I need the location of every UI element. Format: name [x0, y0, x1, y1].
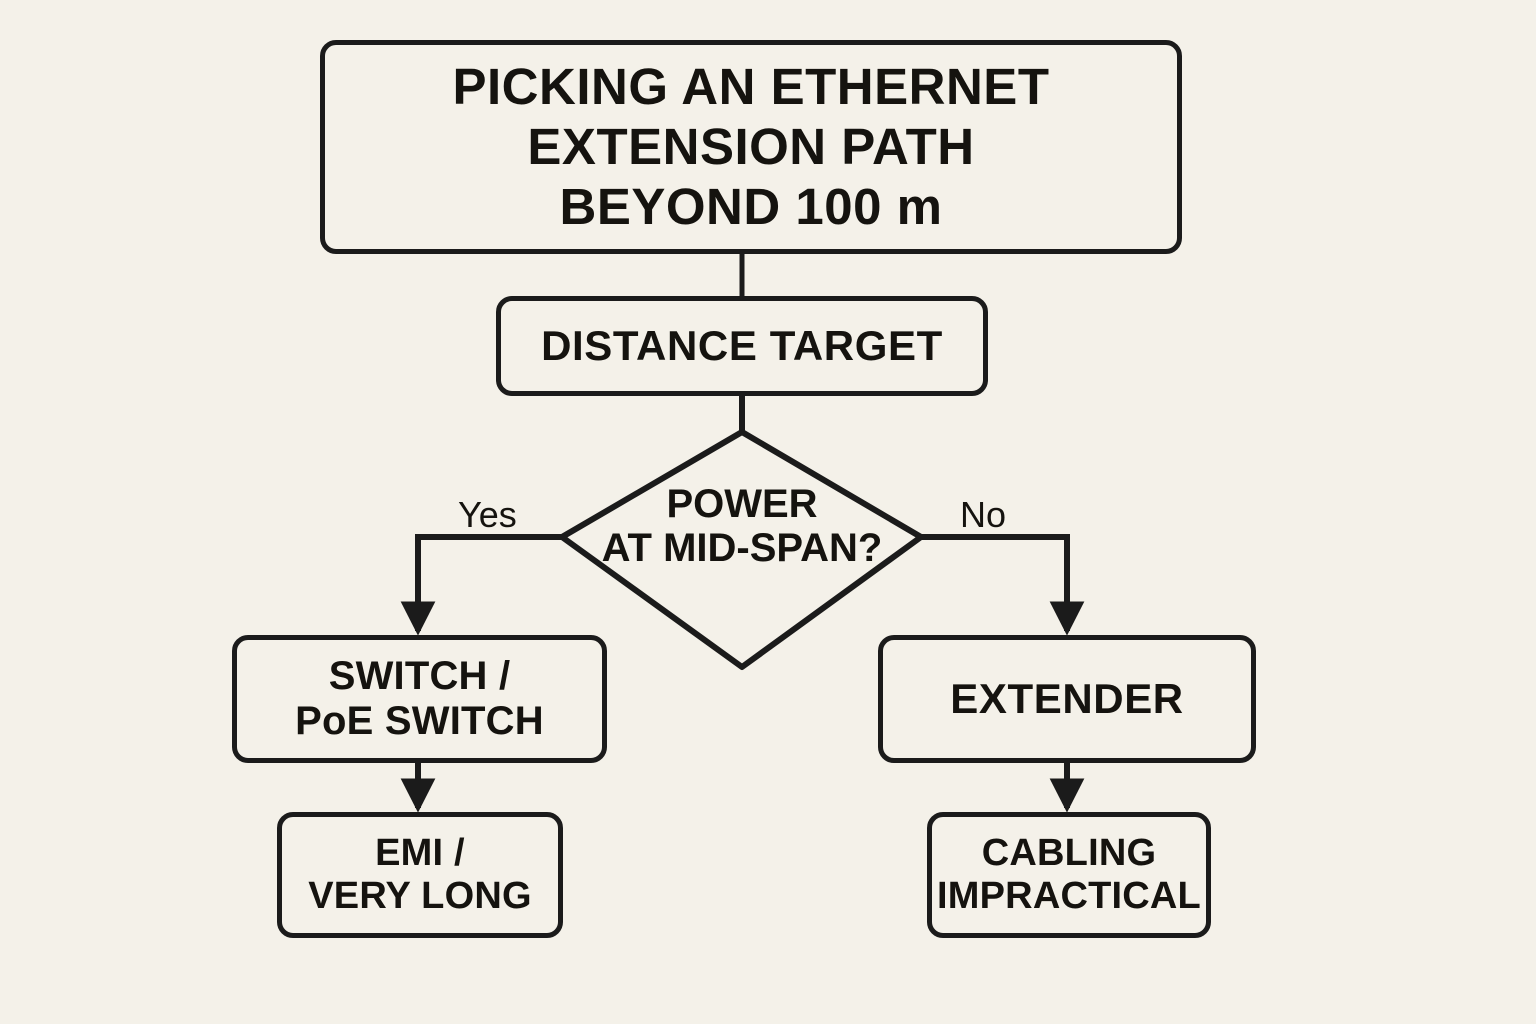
edge-label-yes: Yes: [458, 494, 517, 535]
edge-label-no: No: [960, 494, 1007, 535]
node-distance-target: DISTANCE TARGET: [496, 296, 988, 396]
node-cabling-impractical: CABLING IMPRACTICAL: [927, 812, 1211, 938]
node-title: PICKING AN ETHERNET EXTENSION PATH BEYON…: [320, 40, 1182, 254]
node-decision-label: POWER AT MID-SPAN?: [601, 482, 883, 570]
node-emi-very-long: EMI / VERY LONG: [277, 812, 563, 938]
node-decision-power-at-mid-span: POWER AT MID-SPAN?: [562, 432, 922, 668]
node-extender: EXTENDER: [878, 635, 1256, 763]
node-switch-poe-switch: SWITCH / PoE SWITCH: [232, 635, 607, 763]
